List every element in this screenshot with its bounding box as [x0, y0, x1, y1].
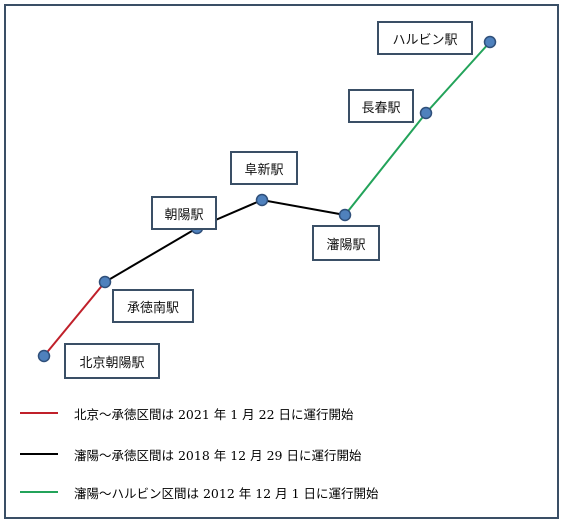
station-node-changchun — [419, 106, 433, 120]
diagram-frame — [4, 4, 559, 519]
station-label-changchun: 長春駅 — [348, 89, 414, 123]
station-label-chaoyang: 朝陽駅 — [151, 196, 217, 230]
station-label-chengde-nan: 承徳南駅 — [112, 289, 194, 323]
segment-shenyang-harbin — [344, 41, 491, 216]
legend-item-green: 瀋陽～ハルビン区間は 2012 年 12 月 1 日に運行開始 — [20, 482, 379, 502]
station-label-harbin: ハルビン駅 — [377, 21, 473, 55]
legend-swatch-black — [20, 453, 58, 455]
station-label-shenyang: 瀋陽駅 — [312, 225, 380, 261]
legend-swatch-red — [20, 412, 58, 414]
legend-item-red: 北京～承徳区間は 2021 年 1 月 22 日に運行開始 — [20, 403, 354, 423]
legend-text-red: 北京～承徳区間は 2021 年 1 月 22 日に運行開始 — [74, 406, 354, 422]
legend-swatch-green — [20, 491, 58, 493]
station-label-beijing-chaoyang: 北京朝陽駅 — [64, 343, 160, 379]
station-node-fuxin — [255, 193, 269, 207]
station-node-chengde-nan — [98, 275, 112, 289]
legend-text-black: 瀋陽～承徳区間は 2018 年 12 月 29 日に運行開始 — [74, 447, 362, 463]
segment-shenyang-chengde — [104, 198, 346, 283]
station-node-beijing-chaoyang — [37, 349, 51, 363]
station-nodes — [37, 35, 497, 363]
station-node-harbin — [483, 35, 497, 49]
station-label-fuxin: 阜新駅 — [230, 151, 298, 185]
station-node-shenyang — [338, 208, 352, 222]
segment-beijing-chengde — [43, 281, 106, 357]
legend-text-green: 瀋陽～ハルビン区間は 2012 年 12 月 1 日に運行開始 — [74, 485, 379, 501]
legend-item-black: 瀋陽～承徳区間は 2018 年 12 月 29 日に運行開始 — [20, 444, 361, 464]
